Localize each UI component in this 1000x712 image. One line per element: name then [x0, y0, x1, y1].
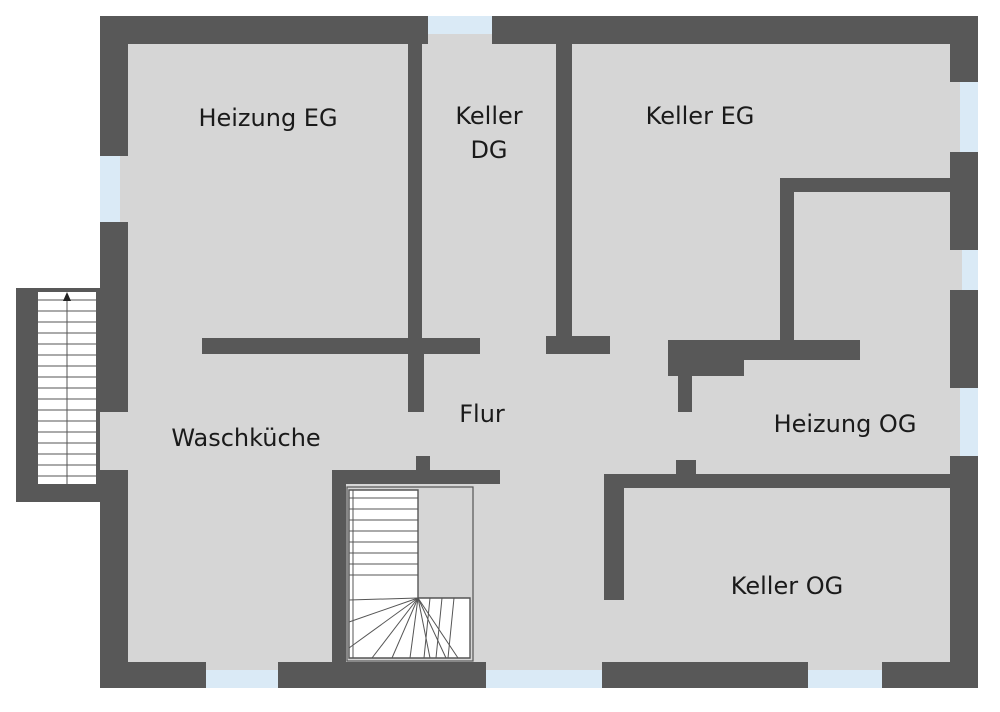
room-label-waschkueche: Waschküche: [171, 424, 320, 452]
wall-top-left: [100, 16, 428, 44]
wall-heizung-eg-bottom: [202, 338, 480, 354]
wall-keller-og-top: [604, 474, 950, 488]
wall-bottom-3: [602, 662, 808, 688]
room-label-keller-og: Keller OG: [731, 572, 843, 600]
interior-stair-winder: [348, 597, 419, 601]
window-right-1: [960, 82, 978, 152]
wall-heizung-og-column: [668, 340, 744, 376]
interior-walls: [202, 44, 950, 662]
wall-bottom-4: [882, 662, 978, 688]
interior-staircase-steps: [348, 497, 459, 659]
wall-stair-stub: [416, 456, 430, 484]
wall-bottom-1: [100, 662, 206, 688]
window-bottom-2: [486, 670, 602, 688]
wall-flur-stub-left: [408, 354, 424, 412]
interior-stair-winder: [348, 597, 419, 649]
outer-walls: [100, 16, 978, 688]
wall-flur-stub-right: [678, 376, 692, 412]
interior-stair-winder: [391, 597, 419, 659]
wall-left-lower: [100, 470, 128, 688]
wall-keller-og-left: [604, 474, 624, 600]
interior-stair-winder: [371, 597, 419, 659]
room-label-flur: Flur: [459, 400, 505, 428]
wall-heizung-eg-right: [408, 44, 422, 340]
interior-staircase: [346, 486, 474, 662]
interior-stair-winder: [417, 597, 447, 659]
interior-stair-step: [423, 597, 431, 659]
window-bottom-1: [206, 670, 278, 688]
stair-direction-arrow-icon: [63, 292, 71, 301]
room-label-heizung-eg: Heizung EG: [198, 104, 337, 132]
window-right-2: [962, 250, 978, 290]
room-label-keller-dg-line2: DG: [470, 136, 507, 164]
room-label-keller-eg: Keller EG: [646, 102, 755, 130]
wall-inner-vertical: [780, 178, 794, 342]
window-top: [428, 16, 492, 34]
interior-stair-winder: [417, 597, 431, 659]
room-labels: Heizung EG Keller DG Keller EG Flur Wasc…: [171, 102, 916, 600]
wall-bottom-2: [278, 662, 486, 688]
interior-staircase-frame: [346, 486, 474, 662]
windows: [100, 16, 978, 688]
wall-right-2: [950, 152, 978, 250]
wall-keller-dg-stub: [546, 336, 610, 354]
wall-right-1: [950, 16, 978, 82]
interior-stair-winder: [409, 597, 419, 659]
exterior-staircase: [16, 288, 100, 502]
window-left: [100, 156, 120, 222]
wall-left-middle: [100, 222, 128, 412]
wall-left-upper: [100, 16, 128, 156]
interior-stair-winder: [417, 597, 459, 659]
interior-stair-step: [435, 597, 443, 659]
wall-stair-left: [332, 470, 346, 662]
window-bottom-3: [808, 670, 882, 688]
interior-stair-step: [447, 597, 455, 659]
room-label-keller-dg-line1: Keller: [455, 102, 522, 130]
interior-staircase-outline: [348, 489, 471, 659]
wall-right-3: [950, 290, 978, 388]
window-right-3: [960, 388, 978, 456]
interior-stair-winder: [348, 597, 419, 623]
wall-top-right: [492, 16, 978, 44]
room-label-heizung-og: Heizung OG: [774, 410, 917, 438]
wall-keller-dg-right: [556, 44, 572, 340]
wall-keller-og-door-stub: [676, 460, 696, 488]
wall-right-4: [950, 456, 978, 688]
wall-inner-horizontal: [780, 178, 950, 192]
